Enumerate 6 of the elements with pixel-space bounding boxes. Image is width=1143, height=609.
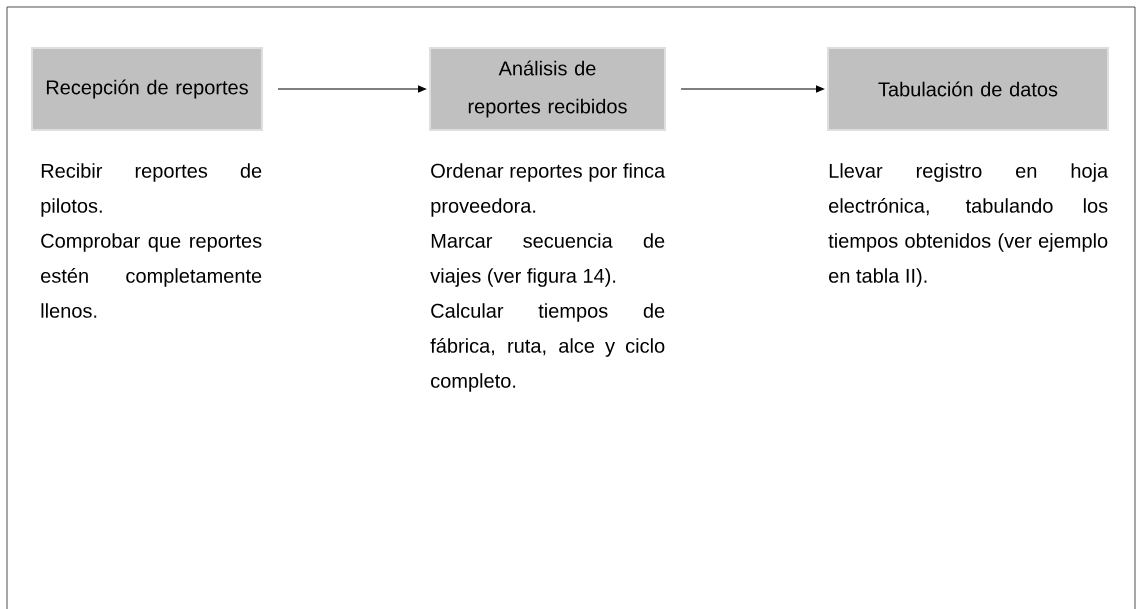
description-text: Recibir reportes de pilotos. Comprobar que reportes estén completamente llenos. [41, 163, 262, 318]
process-box: Análisis de reportes recibidos [429, 47, 666, 131]
description-text: Ordenar reportes por finca proveedora. Marcar secuencia de viajes (ver figura 14). Calcular tiempos de fábrica, ruta, alce y ciclo completo. [430, 163, 666, 392]
process-box: Tabulación de datos [827, 47, 1109, 131]
description-text: Llevar registro en hoja electrónica, tabulando los tiempos obtenidos (ver ejemplo en tabla II). [828, 163, 1109, 287]
process-box: Recepción de reportes [31, 47, 263, 131]
